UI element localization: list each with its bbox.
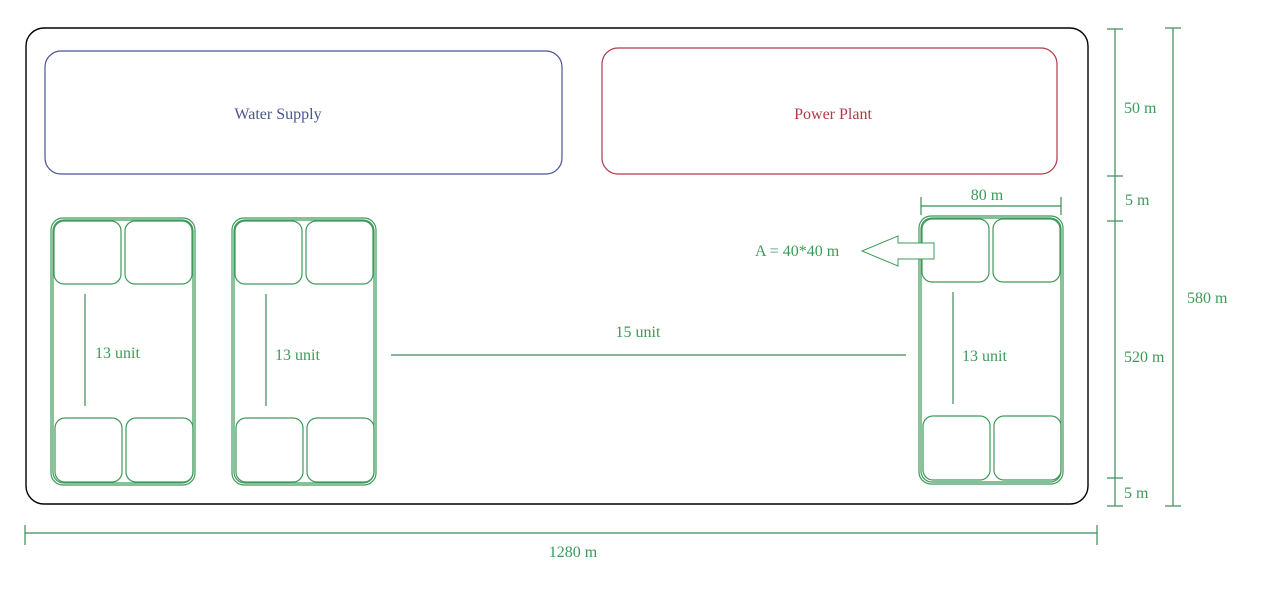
total-width-label: 1280 m xyxy=(549,544,598,561)
dimension-label: 5 m xyxy=(1124,485,1149,502)
block-width-dimension: 80 m xyxy=(920,187,1062,215)
unit-cell xyxy=(992,218,1061,283)
power-plant-zone xyxy=(601,47,1058,175)
unit-cell xyxy=(53,220,122,285)
unit-cell xyxy=(993,415,1062,481)
unit-block-2: 13 unit xyxy=(231,217,377,486)
water-supply-zone xyxy=(44,50,563,175)
unit-cell xyxy=(124,220,193,285)
water-supply-label: Water Supply xyxy=(234,106,321,123)
total-width-dimension: 1280 m xyxy=(24,525,1098,561)
unit-count-label: 13 unit xyxy=(95,345,140,362)
dimension-label: 50 m xyxy=(1124,100,1157,117)
spacing-label: 15 unit xyxy=(616,324,661,341)
power-plant-label: Power Plant xyxy=(794,106,872,123)
unit-cell xyxy=(306,417,375,483)
dimension-label: 5 m xyxy=(1125,192,1150,209)
unit-cell xyxy=(305,220,374,285)
area-label: A = 40*40 m xyxy=(755,243,840,260)
unit-cell xyxy=(125,417,194,483)
unit-cell xyxy=(235,417,304,483)
unit-cell xyxy=(922,415,991,481)
total-height-dimension: 580 m xyxy=(1165,27,1228,507)
unit-cell xyxy=(234,220,303,285)
unit-block-3: 13 unit xyxy=(918,215,1064,485)
dimension-label: 520 m xyxy=(1124,349,1165,366)
unit-cell xyxy=(54,417,123,483)
total-height-label: 580 m xyxy=(1187,290,1228,307)
height-segments-dimension: 50 m 5 m 520 m 5 m xyxy=(1107,28,1165,507)
unit-count-label: 13 unit xyxy=(962,348,1007,365)
area-arrow-icon xyxy=(860,235,935,267)
unit-count-label: 13 unit xyxy=(275,347,320,364)
block-width-label: 80 m xyxy=(971,187,1004,204)
unit-block-1: 13 unit xyxy=(50,217,196,486)
site-boundary xyxy=(25,27,1089,505)
